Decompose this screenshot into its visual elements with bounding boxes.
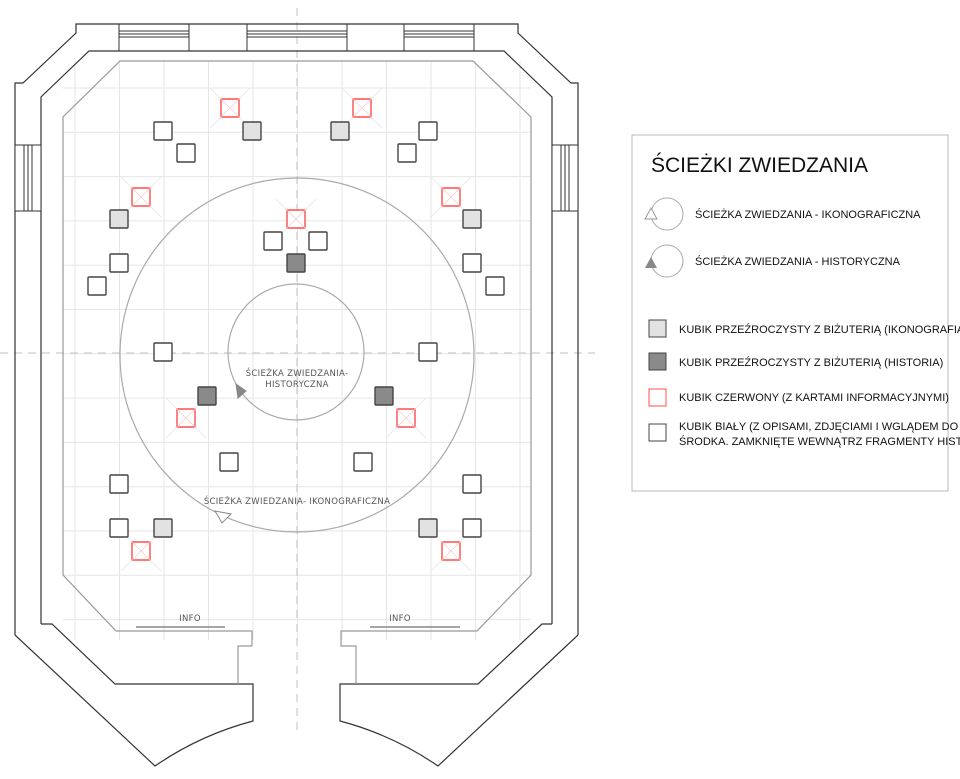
legend-cube-white: KUBIK BIAŁY (Z OPISAMI, ZDJĘCIAMI I WGLĄ… — [679, 421, 959, 433]
legend-cube-iconography: KUBIK PRZEŹROCZYSTY Z BIŻUTERIĄ (IKONOGR… — [679, 323, 960, 336]
legend-cube-white-icon — [648, 423, 667, 442]
white-description-cube — [462, 518, 482, 538]
history-jewelry-cube — [286, 253, 306, 273]
white-description-cube — [353, 452, 373, 472]
open-arrow-icon — [214, 510, 233, 524]
white-description-cube — [87, 276, 107, 296]
iconography-jewelry-cube — [109, 209, 129, 229]
iconographic-path-label: ŚCIEŻKA ZWIEDZANIA- IKONOGRAFICZNA — [204, 495, 390, 507]
filled-arrow-icon — [645, 257, 657, 268]
cube-diagonal — [286, 209, 306, 229]
white-description-cube — [397, 143, 417, 163]
legend-cube-history-icon — [648, 352, 667, 371]
white-description-cube — [462, 474, 482, 494]
white-description-cube — [109, 518, 129, 538]
exhibition-room-outline — [62, 60, 532, 684]
info-label-left: INFO — [179, 614, 201, 624]
legend-cube-history: KUBIK PRZEŹROCZYSTY Z BIŻUTERIĄ (HISTORI… — [679, 356, 943, 369]
white-description-cube — [153, 342, 173, 362]
outer-wall-top — [14, 23, 579, 635]
legend-cube-red-icon — [648, 388, 667, 407]
legend-path-historical: ŚCIEŻKA ZWIEDZANIA - HISTORYCZNA — [695, 255, 901, 268]
legend-title: ŚCIEŻKI ZWIEDZANIA — [651, 153, 868, 177]
iconography-jewelry-cube — [462, 209, 482, 229]
white-description-cube — [418, 342, 438, 362]
top-windows — [118, 24, 475, 51]
cube-diagonal — [396, 408, 416, 428]
open-arrow-icon — [644, 206, 658, 220]
iconography-jewelry-cube — [153, 518, 173, 538]
cube-diagonal — [220, 98, 240, 118]
white-description-cube — [219, 452, 239, 472]
side-windows — [14, 144, 579, 212]
cube-diagonal — [441, 187, 461, 207]
cubes — [87, 87, 505, 572]
white-description-cube — [109, 253, 129, 273]
historical-path-label: ŚCIEŻKA ZWIEDZANIA- — [246, 367, 349, 379]
cube-diagonal — [176, 408, 196, 428]
white-description-cube — [109, 474, 129, 494]
legend-cube-white-2: ŚRODKA. ZAMKNIĘTE WEWNĄTRZ FRAGMENTY HIS… — [679, 435, 960, 448]
white-description-cube — [308, 231, 328, 251]
white-description-cube — [153, 121, 173, 141]
white-description-cube — [176, 143, 196, 163]
legend-path-iconographic: ŚCIEŻKA ZWIEDZANIA - IKONOGRAFICZNA — [695, 208, 921, 221]
white-description-cube — [485, 276, 505, 296]
historical-path-circle — [227, 283, 365, 421]
historical-path-label-2: HISTORYCZNA — [265, 380, 329, 390]
iconography-jewelry-cube — [330, 121, 350, 141]
iconography-jewelry-cube — [418, 518, 438, 538]
white-description-cube — [263, 231, 283, 251]
white-description-cube — [418, 121, 438, 141]
legend-cube-red: KUBIK CZERWONY (Z KARTAMI INFORMACYJNYMI… — [679, 392, 949, 404]
legend-box — [631, 134, 949, 492]
right-wing — [339, 623, 579, 767]
cube-diagonal — [131, 541, 151, 561]
white-description-cube — [462, 253, 482, 273]
info-label-right: INFO — [389, 614, 411, 624]
cube-diagonal — [441, 541, 461, 561]
legend-cube-iconography-icon — [648, 319, 667, 338]
history-jewelry-cube — [197, 386, 217, 406]
exhibition-room — [237, 645, 252, 684]
left-wing — [14, 623, 254, 767]
cube-diagonal — [131, 187, 151, 207]
iconographic-path-circle — [119, 177, 475, 533]
filled-arrow-icon — [235, 382, 247, 399]
legend: ŚCIEŻKI ZWIEDZANIA ŚCIEŻKA ZWIEDZANIA - … — [631, 134, 960, 492]
history-jewelry-cube — [374, 386, 394, 406]
iconography-jewelry-cube — [242, 121, 262, 141]
cube-diagonal — [352, 98, 372, 118]
